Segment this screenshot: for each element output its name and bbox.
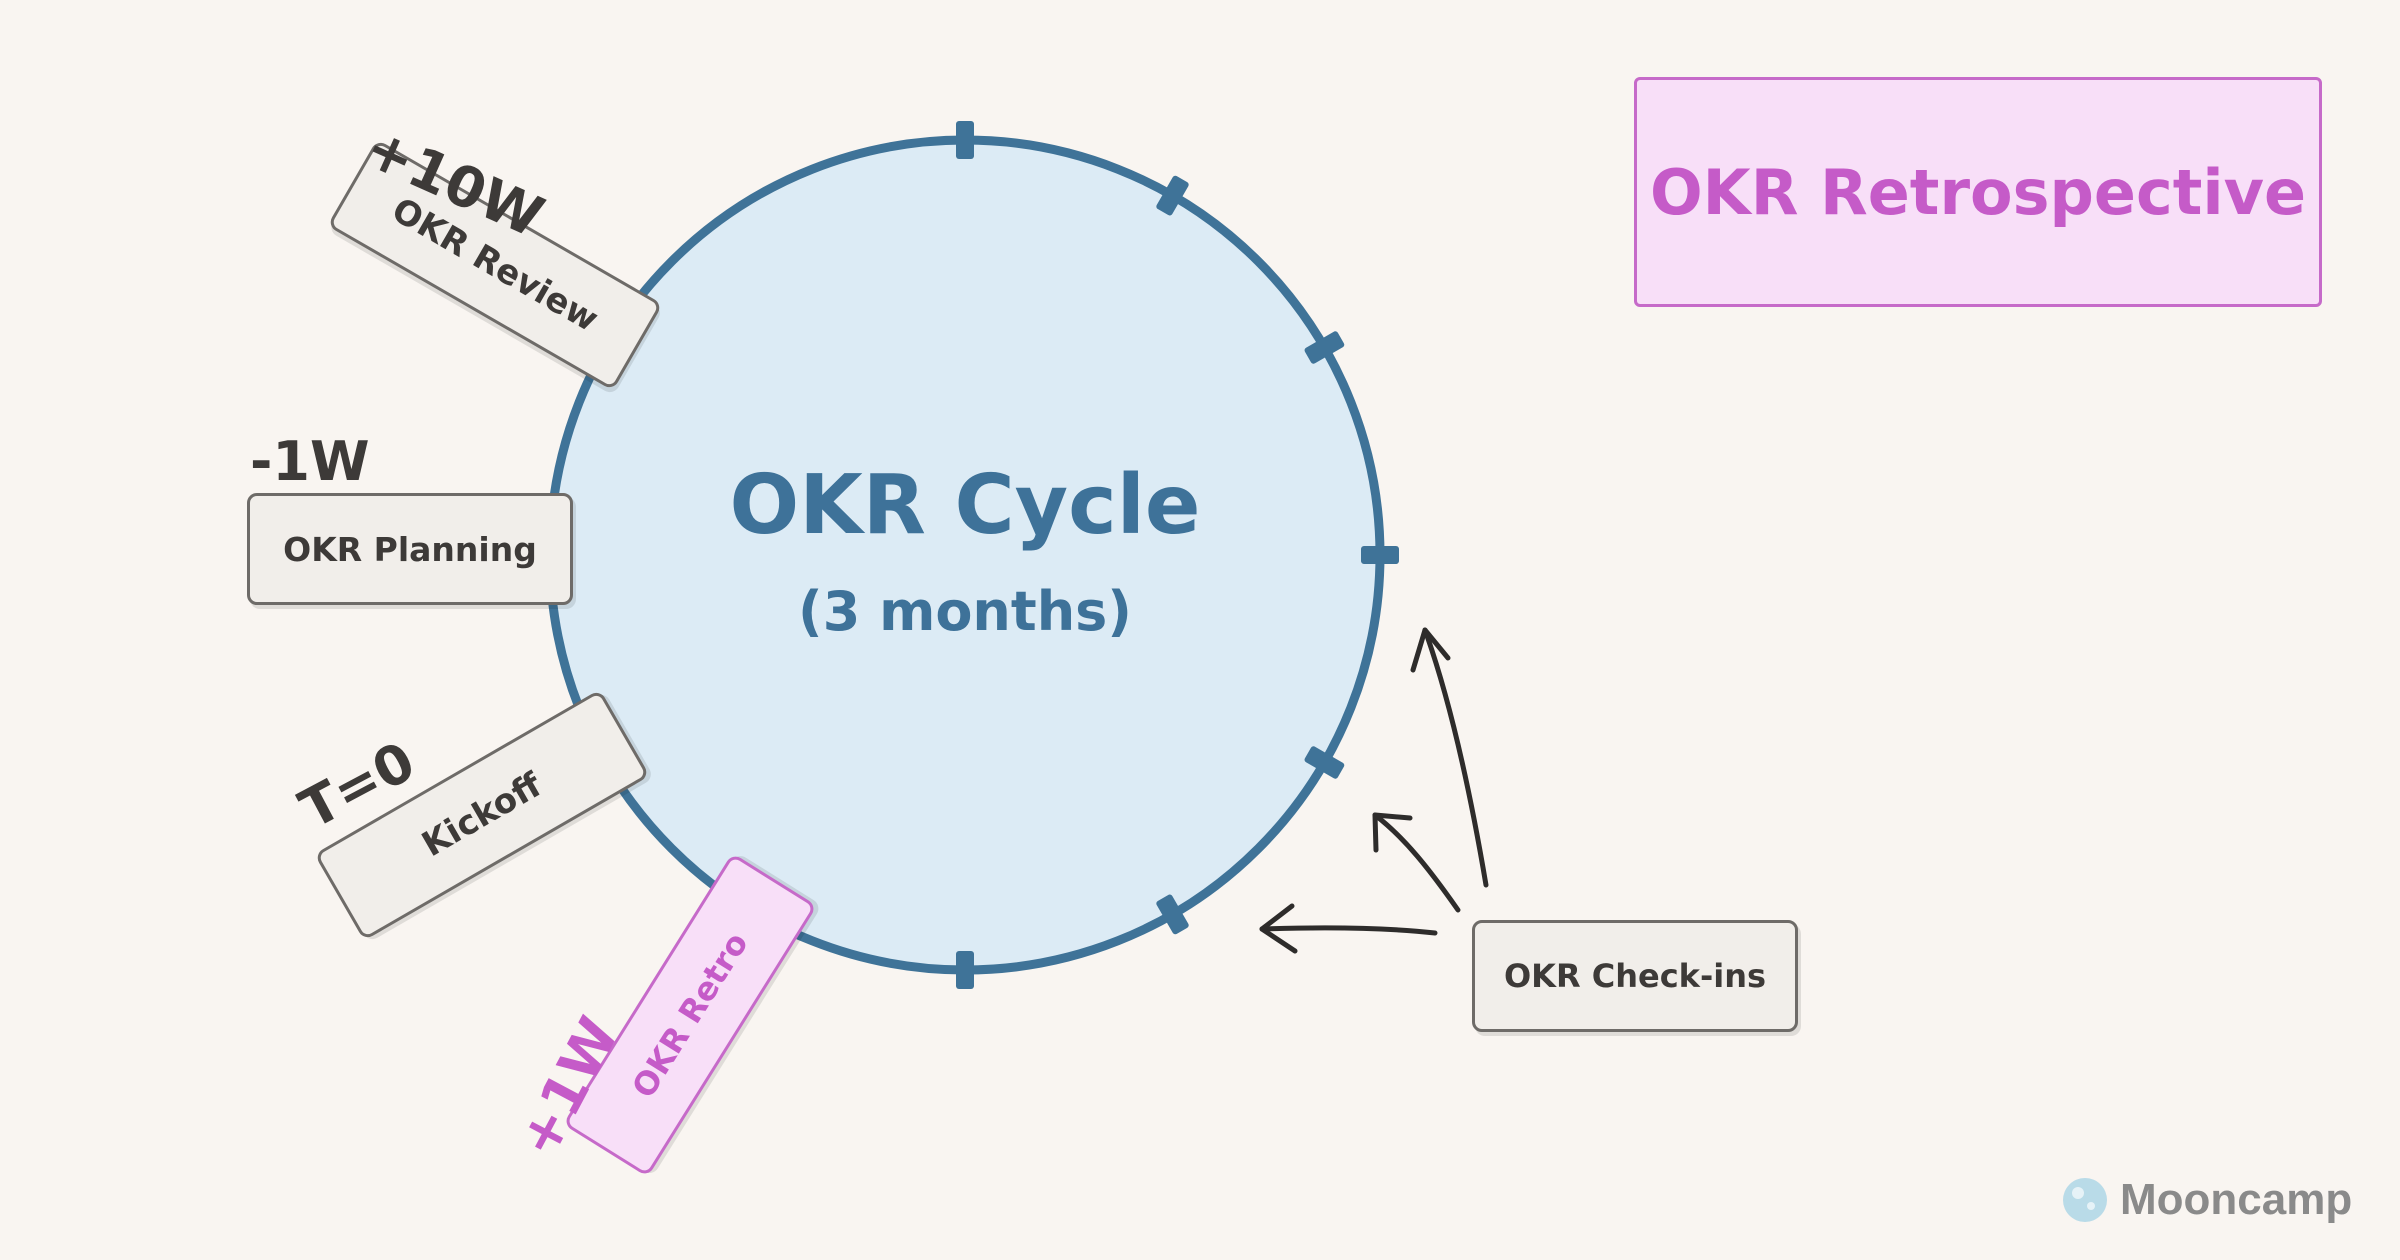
cycle-tick-0 xyxy=(956,121,974,159)
checkin-arrows xyxy=(1259,627,1489,954)
arrow-to-bottom-head xyxy=(1259,903,1298,954)
cycle-title: OKR Cycle xyxy=(729,458,1201,553)
retrospective-title-box: OKR Retrospective xyxy=(1634,77,2322,307)
arrow-to-top xyxy=(1422,627,1489,888)
arrow-to-top-head xyxy=(1410,627,1451,673)
okr-checkins-box: OKR Check-ins xyxy=(1472,920,1798,1032)
cycle-circle xyxy=(545,135,1385,975)
cycle-tick-2 xyxy=(1304,331,1345,364)
cycle-tick-6 xyxy=(956,951,974,989)
retrospective-title: OKR Retrospective xyxy=(1649,155,2307,229)
cycle-subtitle: (3 months) xyxy=(798,580,1132,643)
mooncamp-logo-icon xyxy=(2063,1178,2107,1222)
brand-logo: Mooncamp xyxy=(2060,1175,2352,1225)
cycle-tick-5 xyxy=(1156,894,1189,935)
stage-okr-planning-label: OKR Planning xyxy=(283,529,537,569)
arrow-to-middle xyxy=(1372,812,1461,913)
cycle-tick-4 xyxy=(1304,746,1345,779)
arrow-to-middle-head xyxy=(1372,812,1413,853)
arrow-to-bottom xyxy=(1259,925,1438,936)
stage-okr-planning: OKR Planning xyxy=(247,493,573,605)
stage-okr-planning-delta: -1W xyxy=(250,430,370,493)
okr-checkins-label: OKR Check-ins xyxy=(1503,957,1767,995)
cycle-tick-1 xyxy=(1156,175,1189,216)
cycle-tick-3 xyxy=(1361,546,1399,564)
brand-name: Mooncamp xyxy=(2120,1175,2353,1224)
